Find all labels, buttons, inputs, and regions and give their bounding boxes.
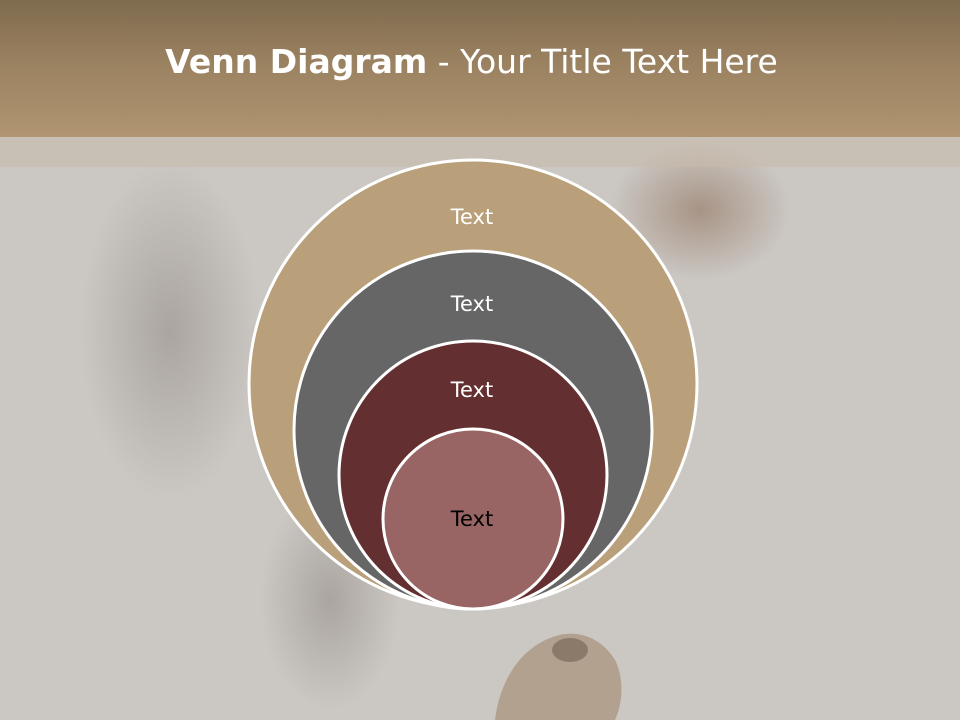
ring-1-label: Text: [450, 205, 493, 229]
slide-title: Venn Diagram - Your Title Text Here: [0, 40, 943, 84]
ring-2-label: Text: [450, 292, 493, 316]
ring-4: [381, 427, 565, 611]
ring-3-label: Text: [450, 378, 493, 402]
title-band: [0, 0, 960, 137]
slide-title-bold: Venn Diagram: [165, 42, 428, 81]
slide-title-rest: - Your Title Text Here: [427, 42, 778, 81]
ring-4-label: Text: [450, 507, 493, 531]
